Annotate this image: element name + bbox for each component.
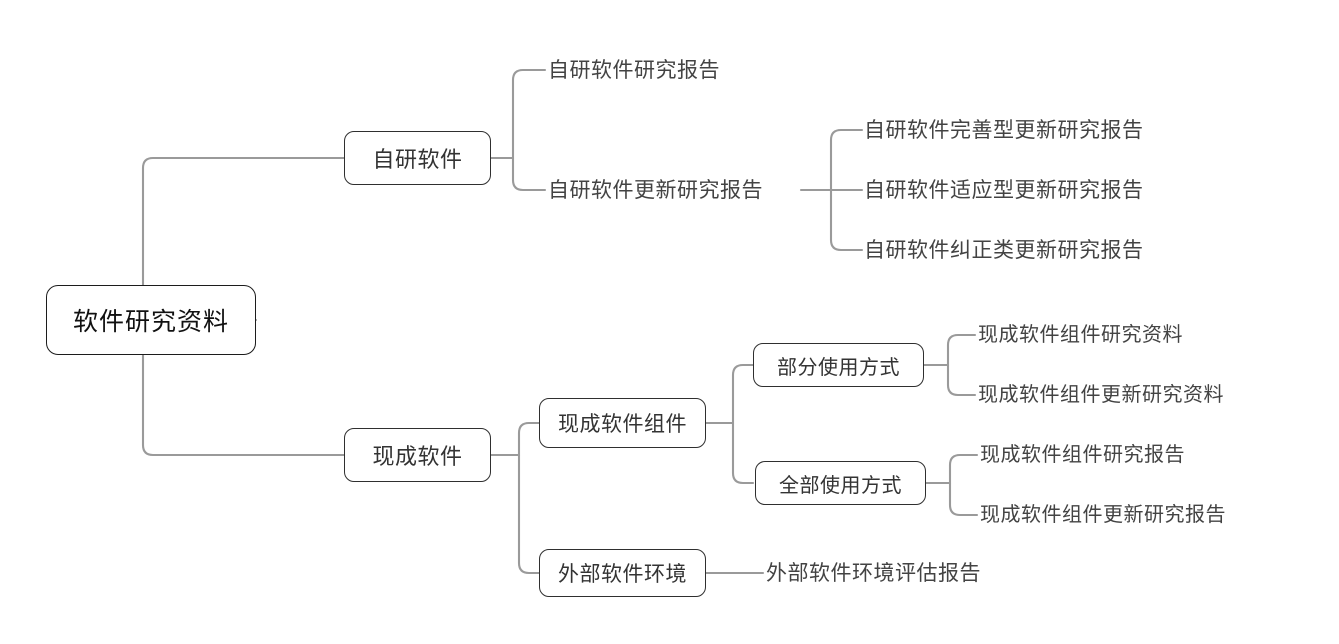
leaf-component-update-research-report-label: 现成软件组件更新研究报告 — [980, 504, 1226, 526]
node-off-the-shelf-software[interactable]: 现成软件 — [344, 428, 491, 482]
node-self-developed-software-label: 自研软件 — [372, 147, 463, 172]
leaf-self-developed-research-report[interactable]: 自研软件研究报告 — [548, 58, 720, 82]
leaf-perfective-update-report-label: 自研软件完善型更新研究报告 — [864, 118, 1144, 142]
edge-zy-down — [511, 156, 547, 192]
edge-zy-up — [511, 68, 547, 160]
edge-bf-up — [946, 333, 977, 367]
node-root[interactable]: 软件研究资料 — [46, 285, 256, 355]
leaf-corrective-update-report-label: 自研软件纠正类更新研究报告 — [864, 238, 1144, 262]
leaf-external-environment-assessment-report[interactable]: 外部软件环境评估报告 — [766, 561, 981, 585]
leaf-component-update-research-material-label: 现成软件组件更新研究资料 — [978, 384, 1224, 406]
node-external-software-environment-label: 外部软件环境 — [558, 563, 687, 586]
node-off-the-shelf-software-label: 现成软件 — [372, 444, 463, 469]
node-off-the-shelf-component-label: 现成软件组件 — [558, 413, 687, 436]
leaf-perfective-update-report[interactable]: 自研软件完善型更新研究报告 — [864, 118, 1144, 142]
edge-upd-top — [829, 128, 864, 192]
leaf-component-update-research-material[interactable]: 现成软件组件更新研究资料 — [978, 384, 1224, 406]
leaf-component-research-report[interactable]: 现成软件组件研究报告 — [980, 444, 1185, 466]
leaf-corrective-update-report[interactable]: 自研软件纠正类更新研究报告 — [864, 238, 1144, 262]
leaf-adaptive-update-report[interactable]: 自研软件适应型更新研究报告 — [864, 178, 1144, 202]
node-partial-usage-mode-label: 部分使用方式 — [777, 356, 900, 379]
edge-qb-down — [948, 481, 979, 517]
node-partial-usage-mode[interactable]: 部分使用方式 — [753, 343, 924, 387]
edge-bf-down — [946, 363, 977, 397]
leaf-component-research-material[interactable]: 现成软件组件研究资料 — [978, 324, 1183, 346]
node-root-label: 软件研究资料 — [72, 308, 229, 336]
node-self-developed-update-research-report[interactable]: 自研软件更新研究报告 — [548, 178, 763, 202]
leaf-component-research-report-label: 现成软件组件研究报告 — [980, 444, 1185, 466]
leaf-component-research-material-label: 现成软件组件研究资料 — [978, 324, 1183, 346]
node-full-usage-mode-label: 全部使用方式 — [779, 474, 902, 497]
leaf-adaptive-update-report-label: 自研软件适应型更新研究报告 — [864, 178, 1144, 202]
node-full-usage-mode[interactable]: 全部使用方式 — [755, 461, 926, 505]
node-off-the-shelf-component[interactable]: 现成软件组件 — [539, 398, 706, 448]
node-self-developed-update-research-report-label: 自研软件更新研究报告 — [548, 178, 763, 202]
leaf-self-developed-research-report-label: 自研软件研究报告 — [548, 58, 720, 82]
edge-upd-bot — [829, 188, 864, 252]
node-self-developed-software[interactable]: 自研软件 — [344, 131, 491, 185]
edge-xc-down — [517, 453, 541, 575]
leaf-external-environment-assessment-report-label: 外部软件环境评估报告 — [766, 561, 981, 585]
edge-qb-up — [948, 453, 979, 485]
edge-zj-down — [731, 421, 755, 485]
leaf-component-update-research-report[interactable]: 现成软件组件更新研究报告 — [980, 504, 1226, 526]
node-external-software-environment[interactable]: 外部软件环境 — [539, 549, 706, 597]
edge-xc-up — [517, 421, 541, 457]
edge-zj-up — [731, 363, 755, 425]
